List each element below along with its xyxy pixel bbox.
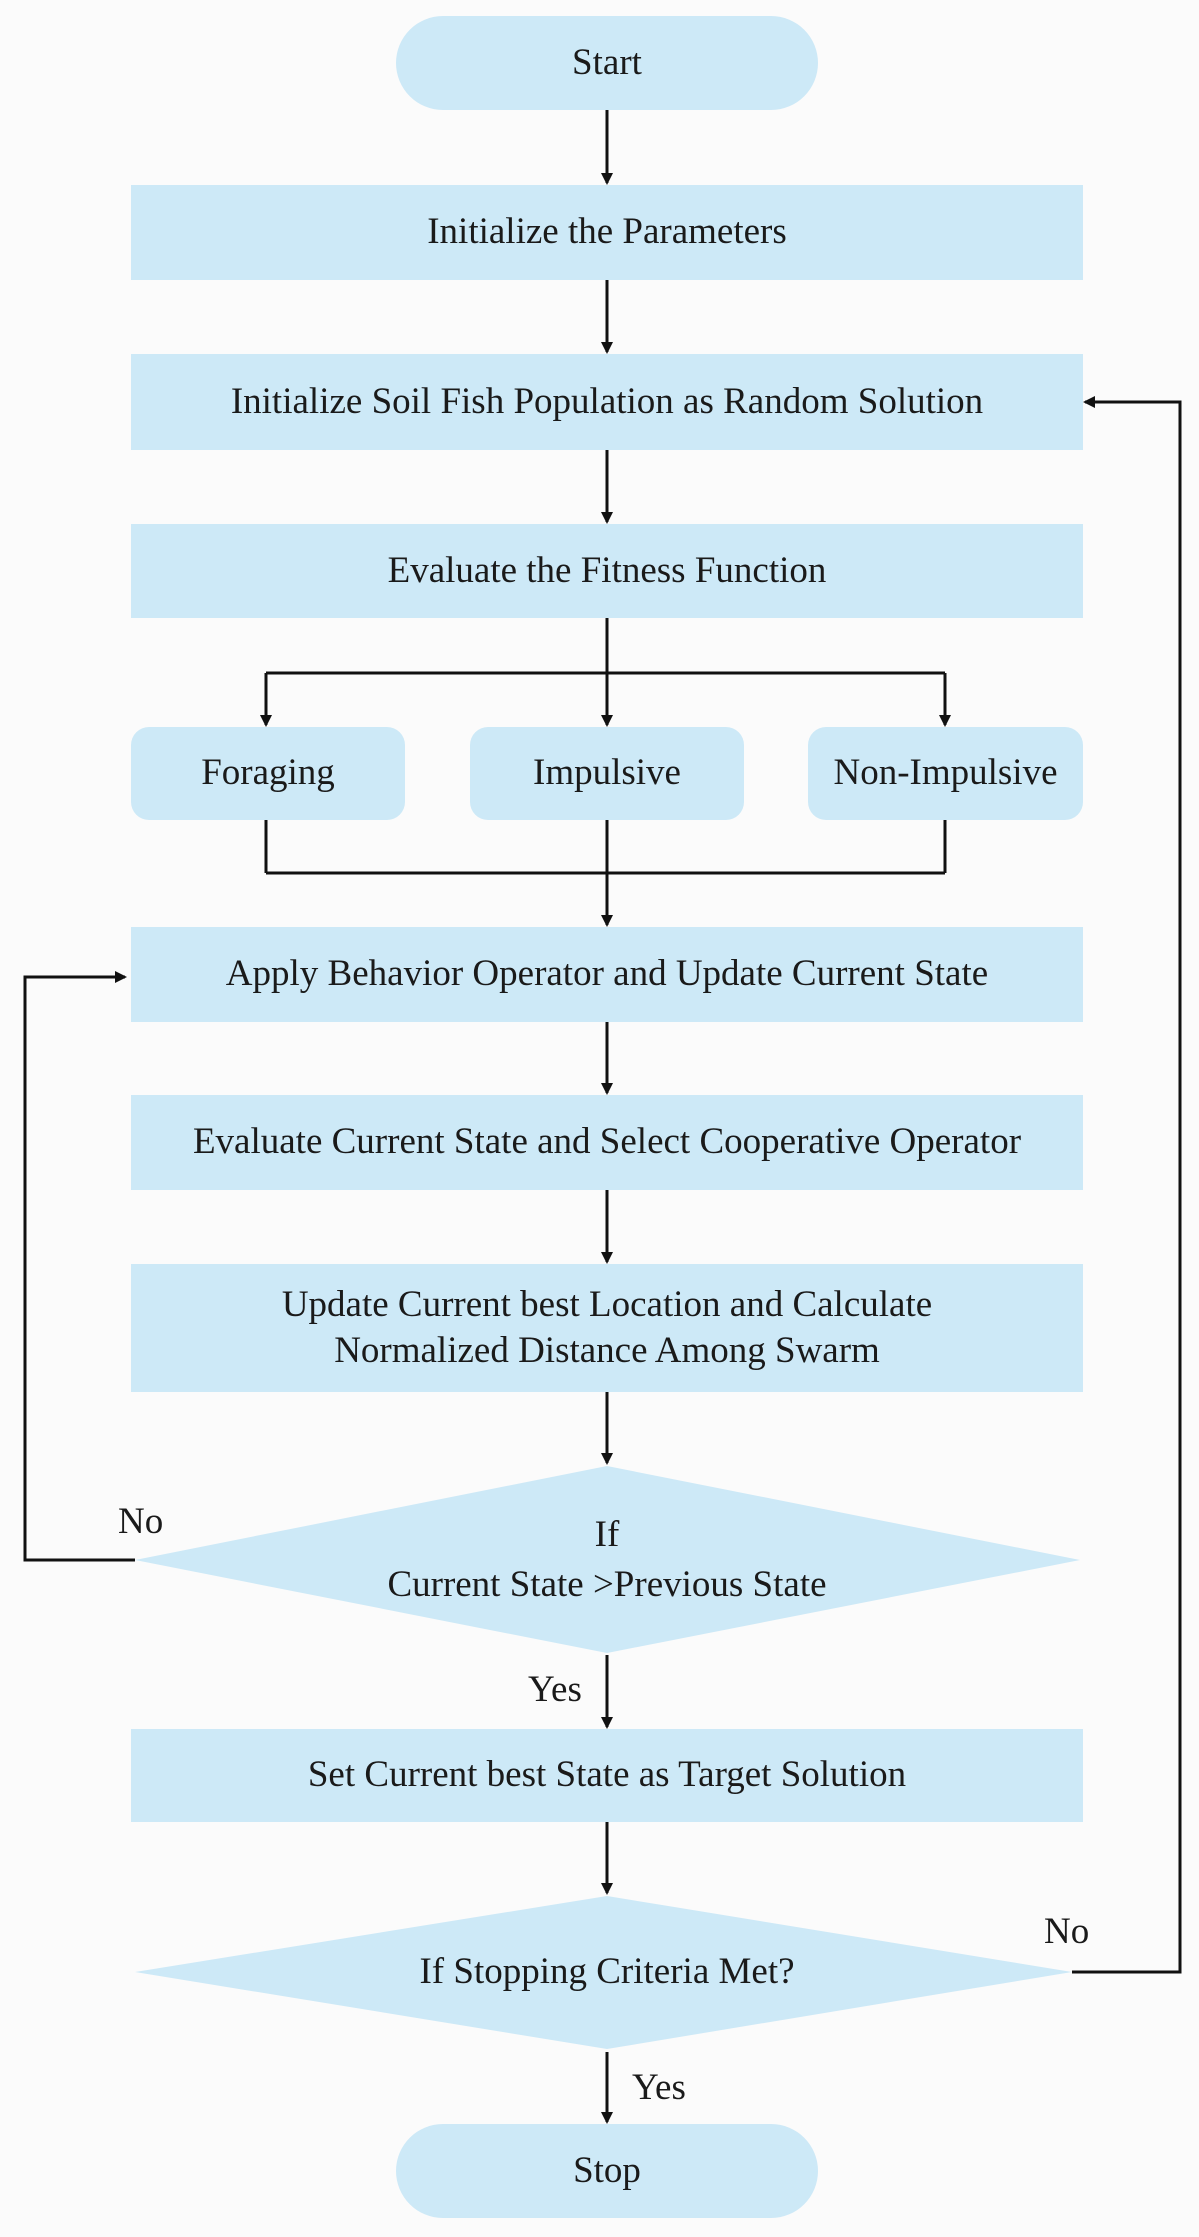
decision-stop-yes-label: Yes bbox=[632, 2067, 686, 2108]
start-label: Start bbox=[572, 41, 642, 83]
behavior-impulsive-box: Impulsive bbox=[470, 727, 744, 820]
init-population-label: Initialize Soil Fish Population as Rando… bbox=[230, 380, 984, 422]
behavior-non-impulsive-box: Non-Impulsive bbox=[808, 727, 1083, 820]
update-best-box: Update Current best Location and Calcula… bbox=[131, 1264, 1083, 1392]
start-terminal: Start bbox=[396, 16, 818, 110]
init-params-label: Initialize the Parameters bbox=[427, 211, 787, 253]
stop-terminal: Stop bbox=[396, 2124, 818, 2218]
stop-label: Stop bbox=[573, 2149, 641, 2191]
init-population-box: Initialize Soil Fish Population as Rando… bbox=[131, 354, 1083, 450]
decision-state-condition: Current State >Previous State bbox=[387, 1564, 827, 1605]
evaluate-state-label: Evaluate Current State and Select Cooper… bbox=[192, 1121, 1022, 1163]
set-target-label: Set Current best State as Target Solutio… bbox=[307, 1754, 907, 1796]
behavior-non-impulsive-label: Non-Impulsive bbox=[833, 752, 1058, 794]
evaluate-fitness-label: Evaluate the Fitness Function bbox=[387, 549, 827, 591]
decision-state-text: If Current State >Previous State bbox=[300, 1490, 914, 1630]
decision-stop-diamond bbox=[135, 1896, 1072, 2049]
decision-stop-no-label: No bbox=[1044, 1911, 1090, 1952]
update-best-line1: Update Current best Location and Calcula… bbox=[281, 1283, 933, 1325]
evaluate-fitness-box: Evaluate the Fitness Function bbox=[131, 524, 1083, 618]
evaluate-state-box: Evaluate Current State and Select Cooper… bbox=[131, 1095, 1083, 1190]
behavior-foraging-label: Foraging bbox=[201, 752, 335, 794]
decision-stop-label: If Stopping Criteria Met? bbox=[419, 1951, 795, 1993]
loop-no-to-apply bbox=[23, 971, 135, 1562]
decision-state-diamond bbox=[135, 1466, 1080, 1653]
apply-operator-label: Apply Behavior Operator and Update Curre… bbox=[225, 953, 989, 995]
decision-state-yes-label: Yes bbox=[528, 1669, 582, 1710]
behavior-foraging-box: Foraging bbox=[131, 727, 405, 820]
update-best-line2: Normalized Distance Among Swarm bbox=[334, 1330, 880, 1371]
behavior-impulsive-label: Impulsive bbox=[533, 752, 681, 794]
loop-no-to-population bbox=[1072, 396, 1182, 1974]
decision-stop-text: If Stopping Criteria Met? bbox=[300, 1930, 914, 2014]
init-params-box: Initialize the Parameters bbox=[131, 185, 1083, 280]
set-target-box: Set Current best State as Target Solutio… bbox=[131, 1729, 1083, 1822]
decision-state-if: If bbox=[594, 1514, 620, 1556]
decision-state-no-label: No bbox=[118, 1501, 164, 1542]
apply-operator-box: Apply Behavior Operator and Update Curre… bbox=[131, 927, 1083, 1022]
